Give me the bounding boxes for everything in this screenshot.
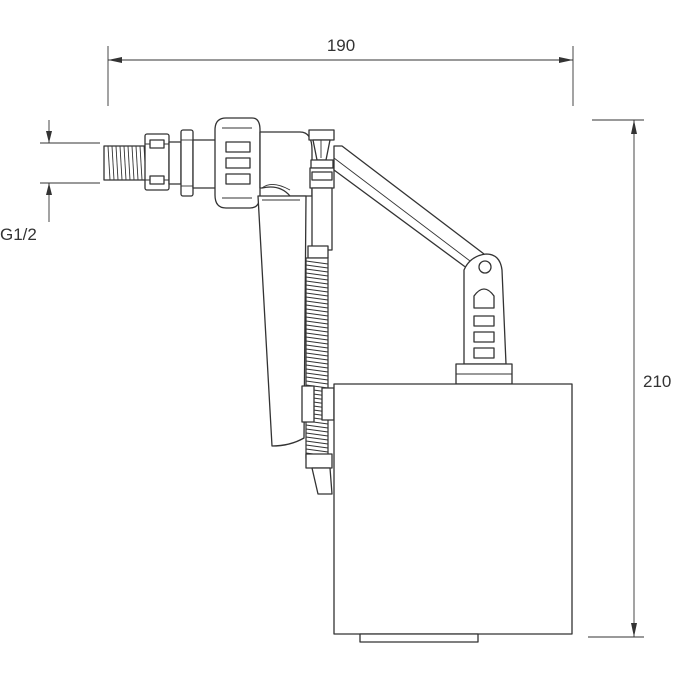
adjustment-rod [301, 129, 335, 495]
float-box [333, 383, 573, 643]
thread-label: G1/2 [0, 225, 37, 244]
float-arm [333, 145, 497, 277]
height-label: 210 [643, 372, 671, 391]
width-label: 190 [327, 36, 355, 55]
height-dimension: 210 [588, 119, 671, 638]
shroud-cover [257, 195, 307, 447]
threaded-inlet [103, 129, 218, 197]
valve-body [214, 117, 313, 209]
thread-dimension: G1/2 [0, 120, 100, 244]
float-link [455, 253, 513, 385]
width-dimension: 190 [107, 36, 574, 106]
